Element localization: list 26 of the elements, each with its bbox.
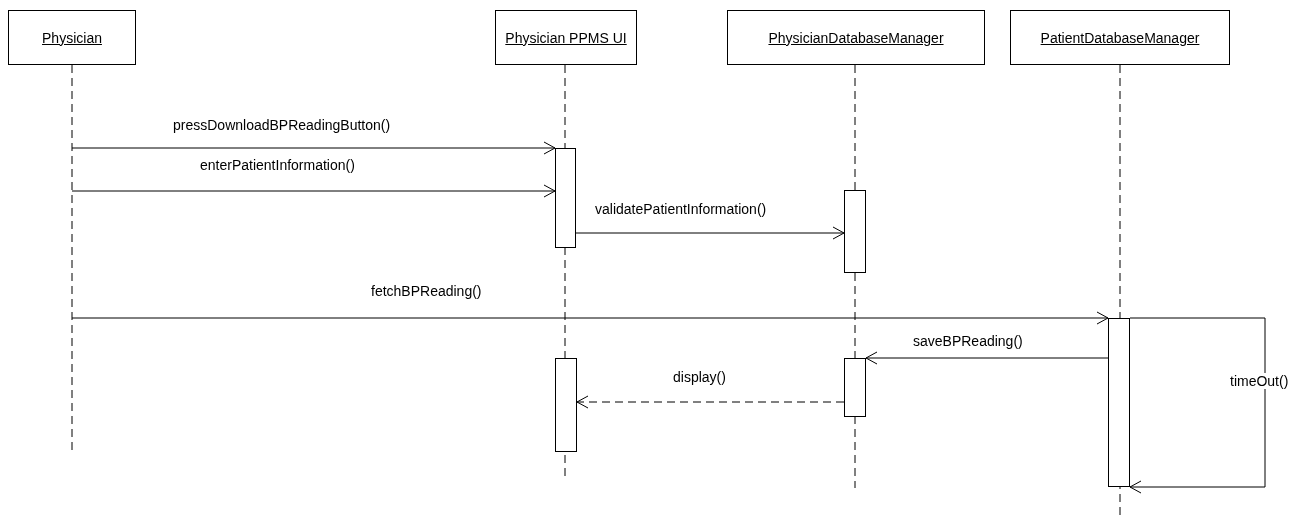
message-arrow (865, 351, 1109, 365)
object-box (495, 10, 637, 65)
message-arrow (575, 226, 845, 240)
activation-bar (555, 358, 577, 452)
message-arrow (71, 311, 1109, 325)
activation-bar (555, 148, 576, 248)
message-label: timeOut() (1229, 373, 1290, 389)
message-label: enterPatientInformation() (199, 157, 356, 173)
message-label: display() (672, 369, 727, 385)
dashed-return-arrow (576, 395, 845, 409)
message-arrow (1129, 317, 1266, 494)
object-name: Physician (42, 29, 102, 46)
activation-bar (1108, 318, 1130, 487)
message-label: fetchBPReading() (370, 283, 483, 299)
message-label: validatePatientInformation() (594, 201, 768, 217)
message-arrow (71, 184, 556, 198)
object-box (727, 10, 985, 65)
message-arrow (71, 141, 556, 155)
message-label: pressDownloadBPReadingButton() (172, 117, 392, 133)
message-label: saveBPReading() (912, 333, 1024, 349)
activation-bar (844, 358, 866, 417)
object-name: PatientDatabaseManager (1040, 29, 1200, 46)
object-box (1010, 10, 1230, 65)
object-name: PhysicianDatabaseManager (768, 29, 944, 46)
activation-bar (844, 190, 866, 273)
object-name: Physician PPMS UI (505, 29, 627, 46)
